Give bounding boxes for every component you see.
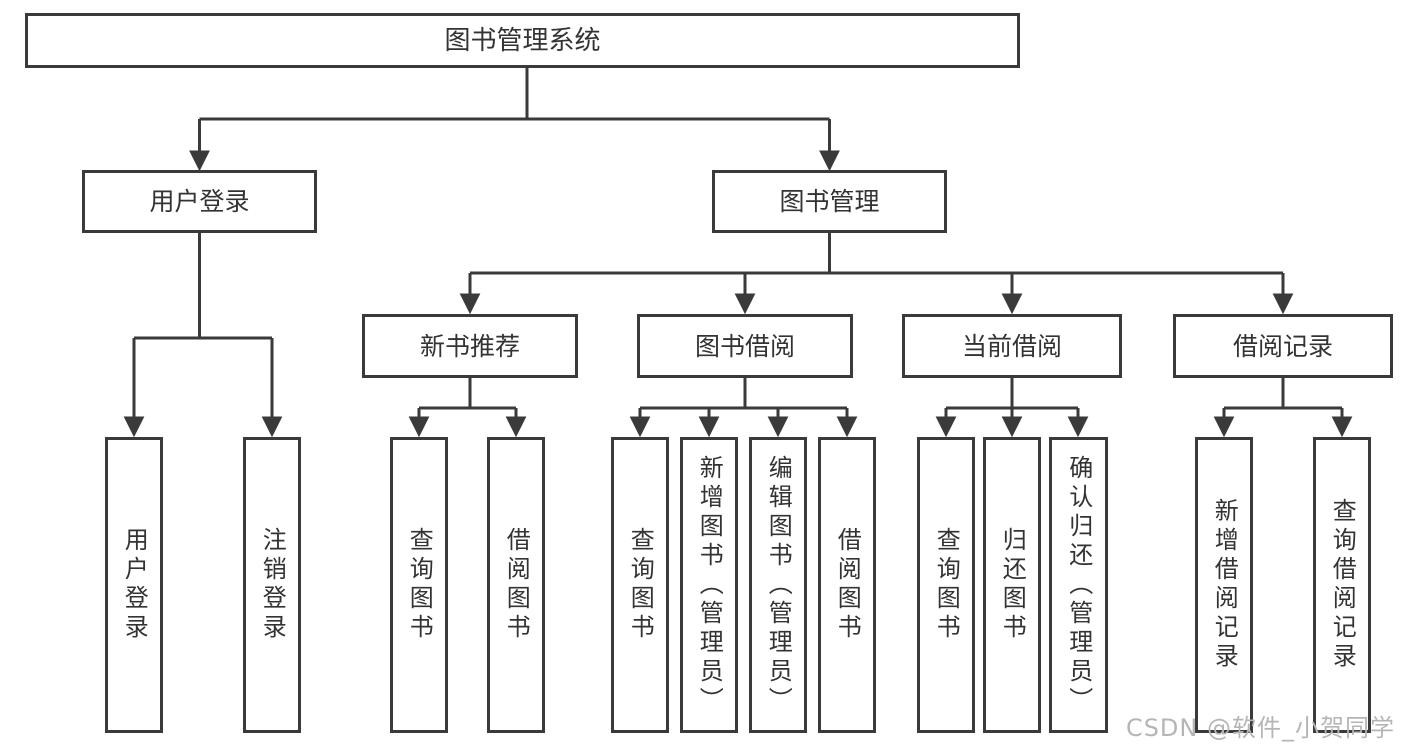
leaf-user-login-label: 用户登录: [120, 527, 149, 643]
node-book-management-label: 图书管理: [779, 187, 880, 216]
leaf-confirm-return-admin-label: 确认归还（管理员）: [1064, 454, 1093, 716]
leaf-query-books-borrow: 查询图书: [611, 437, 669, 733]
leaf-query-books-recommend: 查询图书: [390, 437, 448, 733]
node-book-borrowing: 图书借阅: [637, 314, 853, 378]
leaf-borrow-books: 借阅图书: [818, 437, 876, 733]
node-borrowing-records-label: 借阅记录: [1232, 331, 1333, 361]
leaf-query-books-recommend-label: 查询图书: [405, 527, 434, 643]
leaf-query-books-current-label: 查询图书: [932, 527, 961, 643]
leaf-add-borrow-record: 新增借阅记录: [1195, 437, 1253, 733]
leaf-query-borrow-record: 查询借阅记录: [1313, 437, 1371, 733]
leaf-add-borrow-record-label: 新增借阅记录: [1210, 498, 1239, 672]
leaf-logout: 注销登录: [243, 437, 301, 733]
leaf-confirm-return-admin: 确认归还（管理员）: [1049, 437, 1108, 733]
leaf-logout-label: 注销登录: [258, 527, 287, 643]
node-new-book-recommendation-label: 新书推荐: [419, 331, 520, 361]
node-current-borrowing: 当前借阅: [902, 314, 1122, 378]
leaf-edit-book-admin-label: 编辑图书（管理员）: [764, 454, 793, 716]
node-user-login-label: 用户登录: [149, 187, 250, 216]
leaf-borrow-books-label: 借阅图书: [833, 527, 862, 643]
node-current-borrowing-label: 当前借阅: [961, 331, 1062, 361]
csdn-watermark: CSDN @软件_小贺同学: [1125, 714, 1395, 742]
leaf-add-book-admin: 新增图书（管理员）: [680, 437, 738, 733]
node-book-borrowing-label: 图书借阅: [694, 331, 795, 361]
leaf-return-book-label: 归还图书: [998, 527, 1027, 643]
node-new-book-recommendation: 新书推荐: [362, 314, 578, 378]
leaf-query-borrow-record-label: 查询借阅记录: [1328, 498, 1357, 672]
leaf-query-books-current: 查询图书: [917, 437, 975, 733]
node-root-system: 图书管理系统: [25, 13, 1020, 68]
leaf-query-books-borrow-label: 查询图书: [626, 527, 655, 643]
leaf-borrow-books-recommend: 借阅图书: [487, 437, 545, 733]
leaf-borrow-books-recommend-label: 借阅图书: [502, 527, 531, 643]
node-user-login: 用户登录: [82, 170, 317, 233]
leaf-return-book: 归还图书: [983, 437, 1041, 733]
node-book-management: 图书管理: [712, 170, 947, 233]
node-borrowing-records: 借阅记录: [1173, 314, 1393, 378]
leaf-add-book-admin-label: 新增图书（管理员）: [695, 454, 724, 716]
leaf-edit-book-admin: 编辑图书（管理员）: [749, 437, 807, 733]
leaf-user-login: 用户登录: [105, 437, 163, 733]
node-root-label: 图书管理系统: [444, 25, 601, 56]
